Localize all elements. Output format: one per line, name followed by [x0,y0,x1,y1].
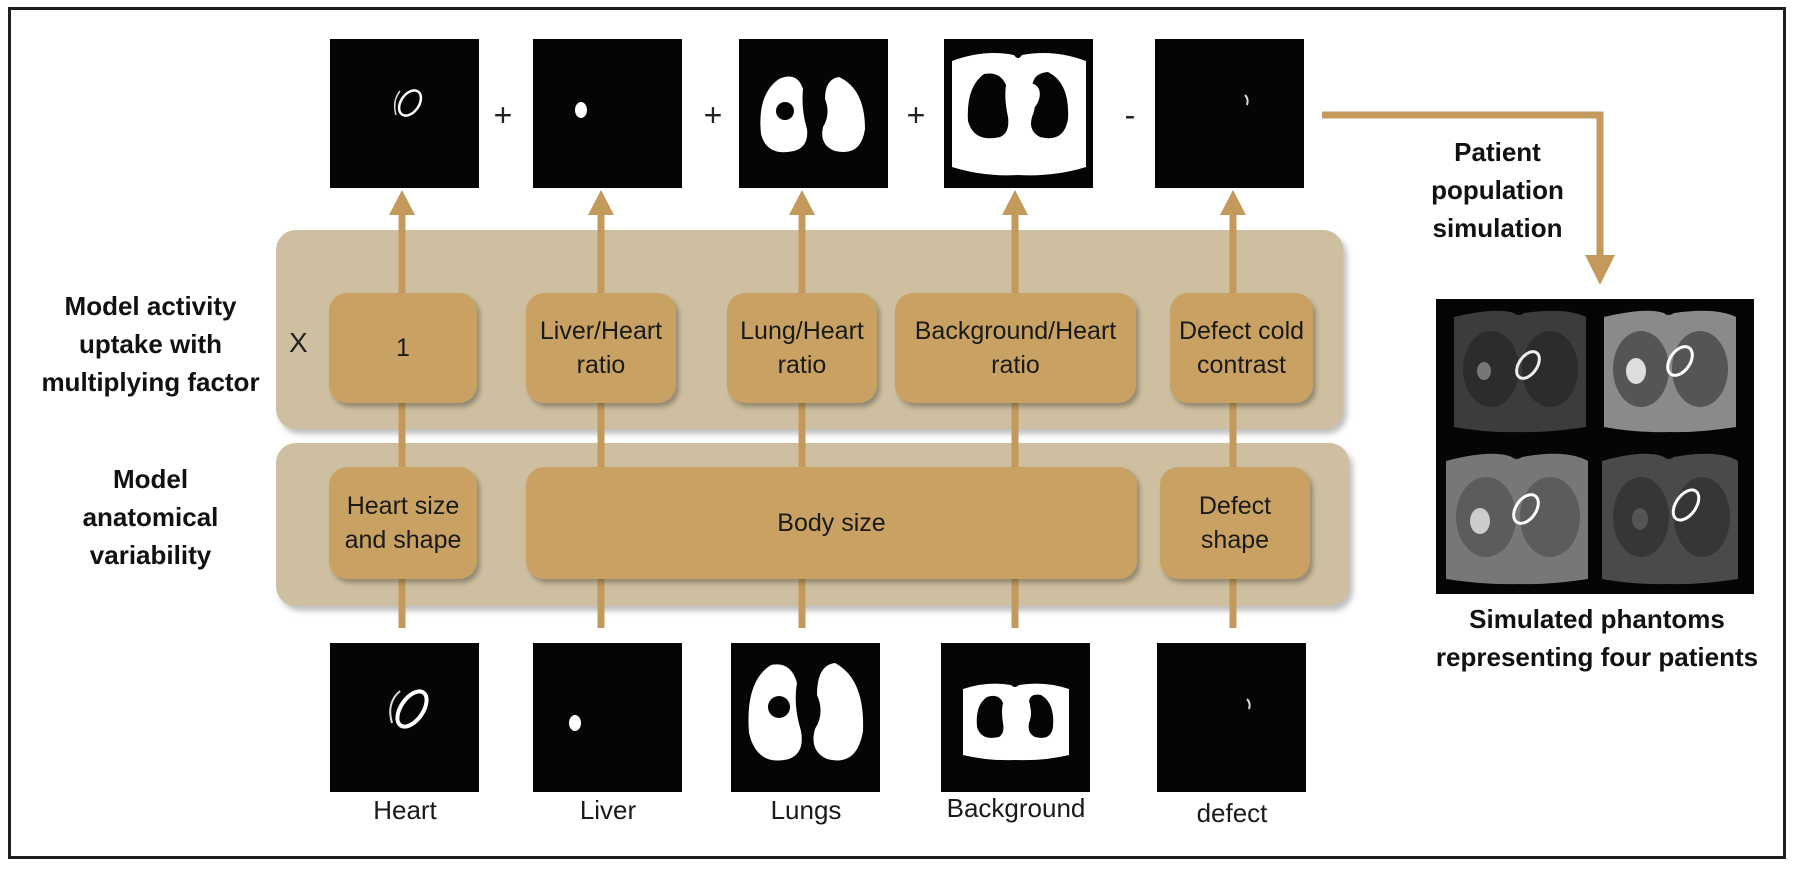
heart-input-image [330,643,479,792]
phantoms-caption-line1: Simulated phantoms [1469,604,1725,634]
liver-label: Liver [579,795,637,825]
background-input-image [941,643,1090,792]
simulation-title-line1: Patient [1454,137,1541,167]
defect-input-image [1157,643,1306,792]
phantoms-caption: Simulated phantoms representing four pat… [1411,600,1783,676]
lungs-input-image [731,643,880,792]
factor-box-heart: 1 [329,293,477,403]
simulation-arrow [1322,111,1604,258]
factor-liver-line1: Liver/Heart [539,317,663,345]
activity-label-line1: Model activity [64,291,237,321]
defect-label: defect [1196,798,1268,828]
background-output-image [944,39,1093,188]
factor-box-defect: Defect cold contrast [1170,293,1313,403]
anatomy-box-defect: Defect shape [1160,467,1310,579]
anatomy-label-line3: variability [89,540,212,570]
factor-heart-line1: 1 [396,334,410,362]
simulation-title-line2: population [1431,175,1564,205]
anatomy-body-line1: Body size [777,509,886,537]
minus-operator: - [1124,97,1136,133]
anatomy-label-line2: anatomical [82,502,219,532]
activity-label: Model activity uptake with multiplying f… [28,287,273,401]
liver-output-image [533,39,682,188]
factor-defect-line1: Defect cold [1178,317,1305,345]
anatomy-heart-line2: and shape [344,526,462,554]
background-label: Background [946,793,1086,823]
phantoms-caption-line2: representing four patients [1435,642,1759,672]
phantom-1 [1454,310,1586,433]
activity-label-line3: multiplying factor [41,367,260,397]
plus-operator: + [703,97,723,133]
heart-label: Heart [373,795,437,825]
factor-background-line1: Background/Heart [914,317,1117,345]
factor-lungs-line1: Lung/Heart [740,317,864,345]
phantom-3 [1446,453,1588,585]
defect-output-image [1155,39,1304,188]
anatomy-box-heart: Heart size and shape [329,467,477,579]
anatomy-box-body: Body size [526,467,1137,579]
plus-operator: + [493,97,513,133]
anatomy-defect-line2: shape [1200,526,1270,554]
factor-box-background: Background/Heart ratio [895,293,1136,403]
lungs-output-image [739,39,888,188]
anatomy-label: Model anatomical variability [28,460,273,574]
phantom-2 [1604,310,1736,433]
anatomy-label-line1: Model [112,464,189,494]
heart-output-image [330,39,479,188]
figure-frame [8,7,1786,859]
factor-defect-line2: contrast [1197,351,1286,379]
multiply-sign: X [289,327,308,358]
simulation-title-line3: simulation [1432,213,1563,243]
phantom-4 [1602,453,1738,585]
anatomy-defect-line1: Defect [1198,492,1272,520]
anatomy-heart-line1: Heart size [346,492,460,520]
simulated-phantoms-grid [1436,299,1754,594]
factor-lungs-line2: ratio [777,351,827,379]
plus-operator: + [906,97,926,133]
factor-box-lungs: Lung/Heart ratio [727,293,877,403]
factor-box-liver: Liver/Heart ratio [526,293,676,403]
liver-input-image [533,643,682,792]
factor-liver-line2: ratio [576,351,626,379]
factor-background-line2: ratio [991,351,1040,379]
simulation-title: Patient population simulation [1410,133,1585,247]
lungs-label: Lungs [770,795,842,825]
activity-label-line2: uptake with [78,329,222,359]
